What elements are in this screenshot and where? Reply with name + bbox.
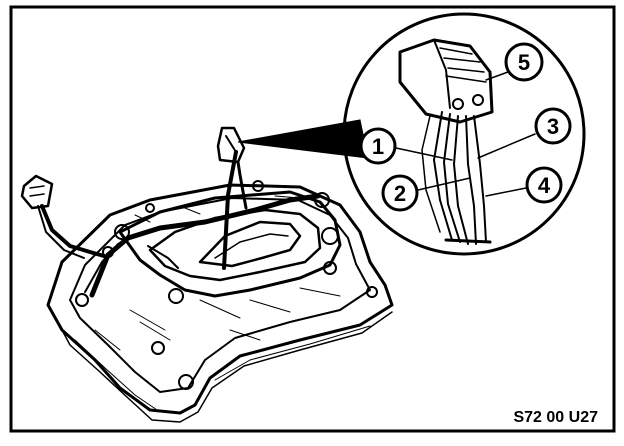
mounting-bolts — [75, 180, 378, 390]
figure-code: S72 00 U27 — [513, 409, 598, 426]
wiring-harness — [84, 160, 321, 298]
connector-wires — [421, 111, 492, 245]
shift-console-housing — [46, 180, 394, 423]
callout-5: 5 — [485, 42, 544, 82]
callout-4-number: 4 — [538, 173, 551, 198]
callout-4: 4 — [485, 166, 563, 204]
detail-magnifier: 1 2 3 4 5 — [237, 12, 586, 256]
connector-block — [398, 38, 494, 124]
callout-1-number: 1 — [372, 134, 384, 159]
callout-2-number: 2 — [394, 181, 406, 206]
shift-lever — [216, 126, 246, 270]
leader-wedge — [237, 119, 369, 159]
callout-1: 1 — [359, 127, 453, 165]
callout-2: 2 — [381, 174, 471, 212]
side-connector — [20, 174, 106, 259]
callout-3: 3 — [477, 107, 572, 159]
callout-3-number: 3 — [547, 114, 559, 139]
callout-5-number: 5 — [518, 50, 530, 75]
figure-frame — [9, 5, 616, 433]
